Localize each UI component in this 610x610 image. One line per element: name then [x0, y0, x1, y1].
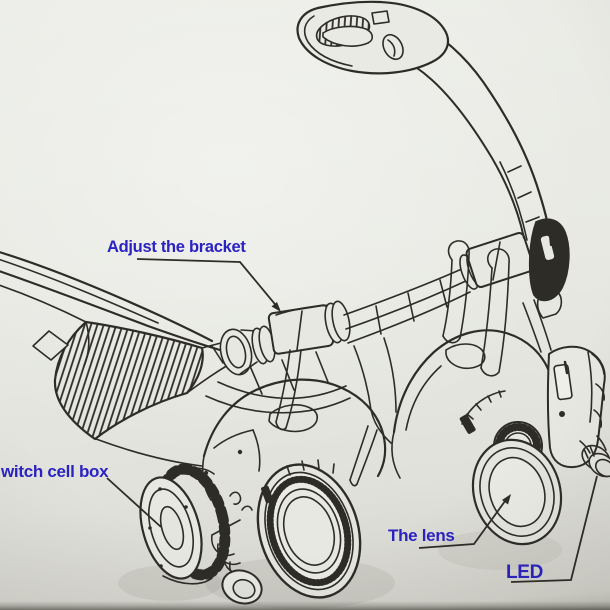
leader-switch-cell-box: [106, 477, 162, 528]
diamond-cutout: [32, 330, 69, 361]
leader-led: [510, 475, 598, 583]
ear-pad: [296, 0, 450, 75]
left-housing: [202, 378, 387, 478]
bridge-lines: [353, 337, 397, 444]
temple-flare-hatched: [53, 320, 204, 441]
photo-bottom-edge-shadow: [0, 601, 610, 610]
annotation-labels: Adjust the bracket witch cell box The le…: [0, 238, 543, 583]
right-bracket-assembly: [459, 218, 570, 353]
label-adjust-bracket: Adjust the bracket: [107, 238, 246, 256]
nose-cone: [219, 328, 253, 376]
leader-lines: [106, 258, 598, 583]
left-lens-rings: [256, 459, 362, 599]
label-switch-cell-box: witch cell box: [0, 462, 109, 481]
frame-end-cap: [528, 218, 570, 302]
bracket-strap: [275, 349, 291, 423]
leader-adjust-bracket: [136, 258, 280, 310]
label-led: LED: [506, 562, 543, 583]
right-eyepiece: [391, 329, 610, 546]
right-battery-box: [546, 345, 606, 469]
arrowhead: [271, 302, 281, 312]
bracket-cylinder: [267, 304, 335, 355]
battery-cell-box: [139, 463, 231, 585]
left-eyepiece: [139, 378, 387, 605]
label-the-lens: The lens: [388, 526, 455, 545]
left-led-bellows: [211, 519, 263, 605]
left-temple-arm: [0, 251, 222, 467]
adjust-bracket-assembly: [219, 300, 351, 431]
hook-straps: [349, 240, 510, 487]
arrowhead: [502, 494, 511, 505]
leader-the-lens: [418, 496, 509, 549]
